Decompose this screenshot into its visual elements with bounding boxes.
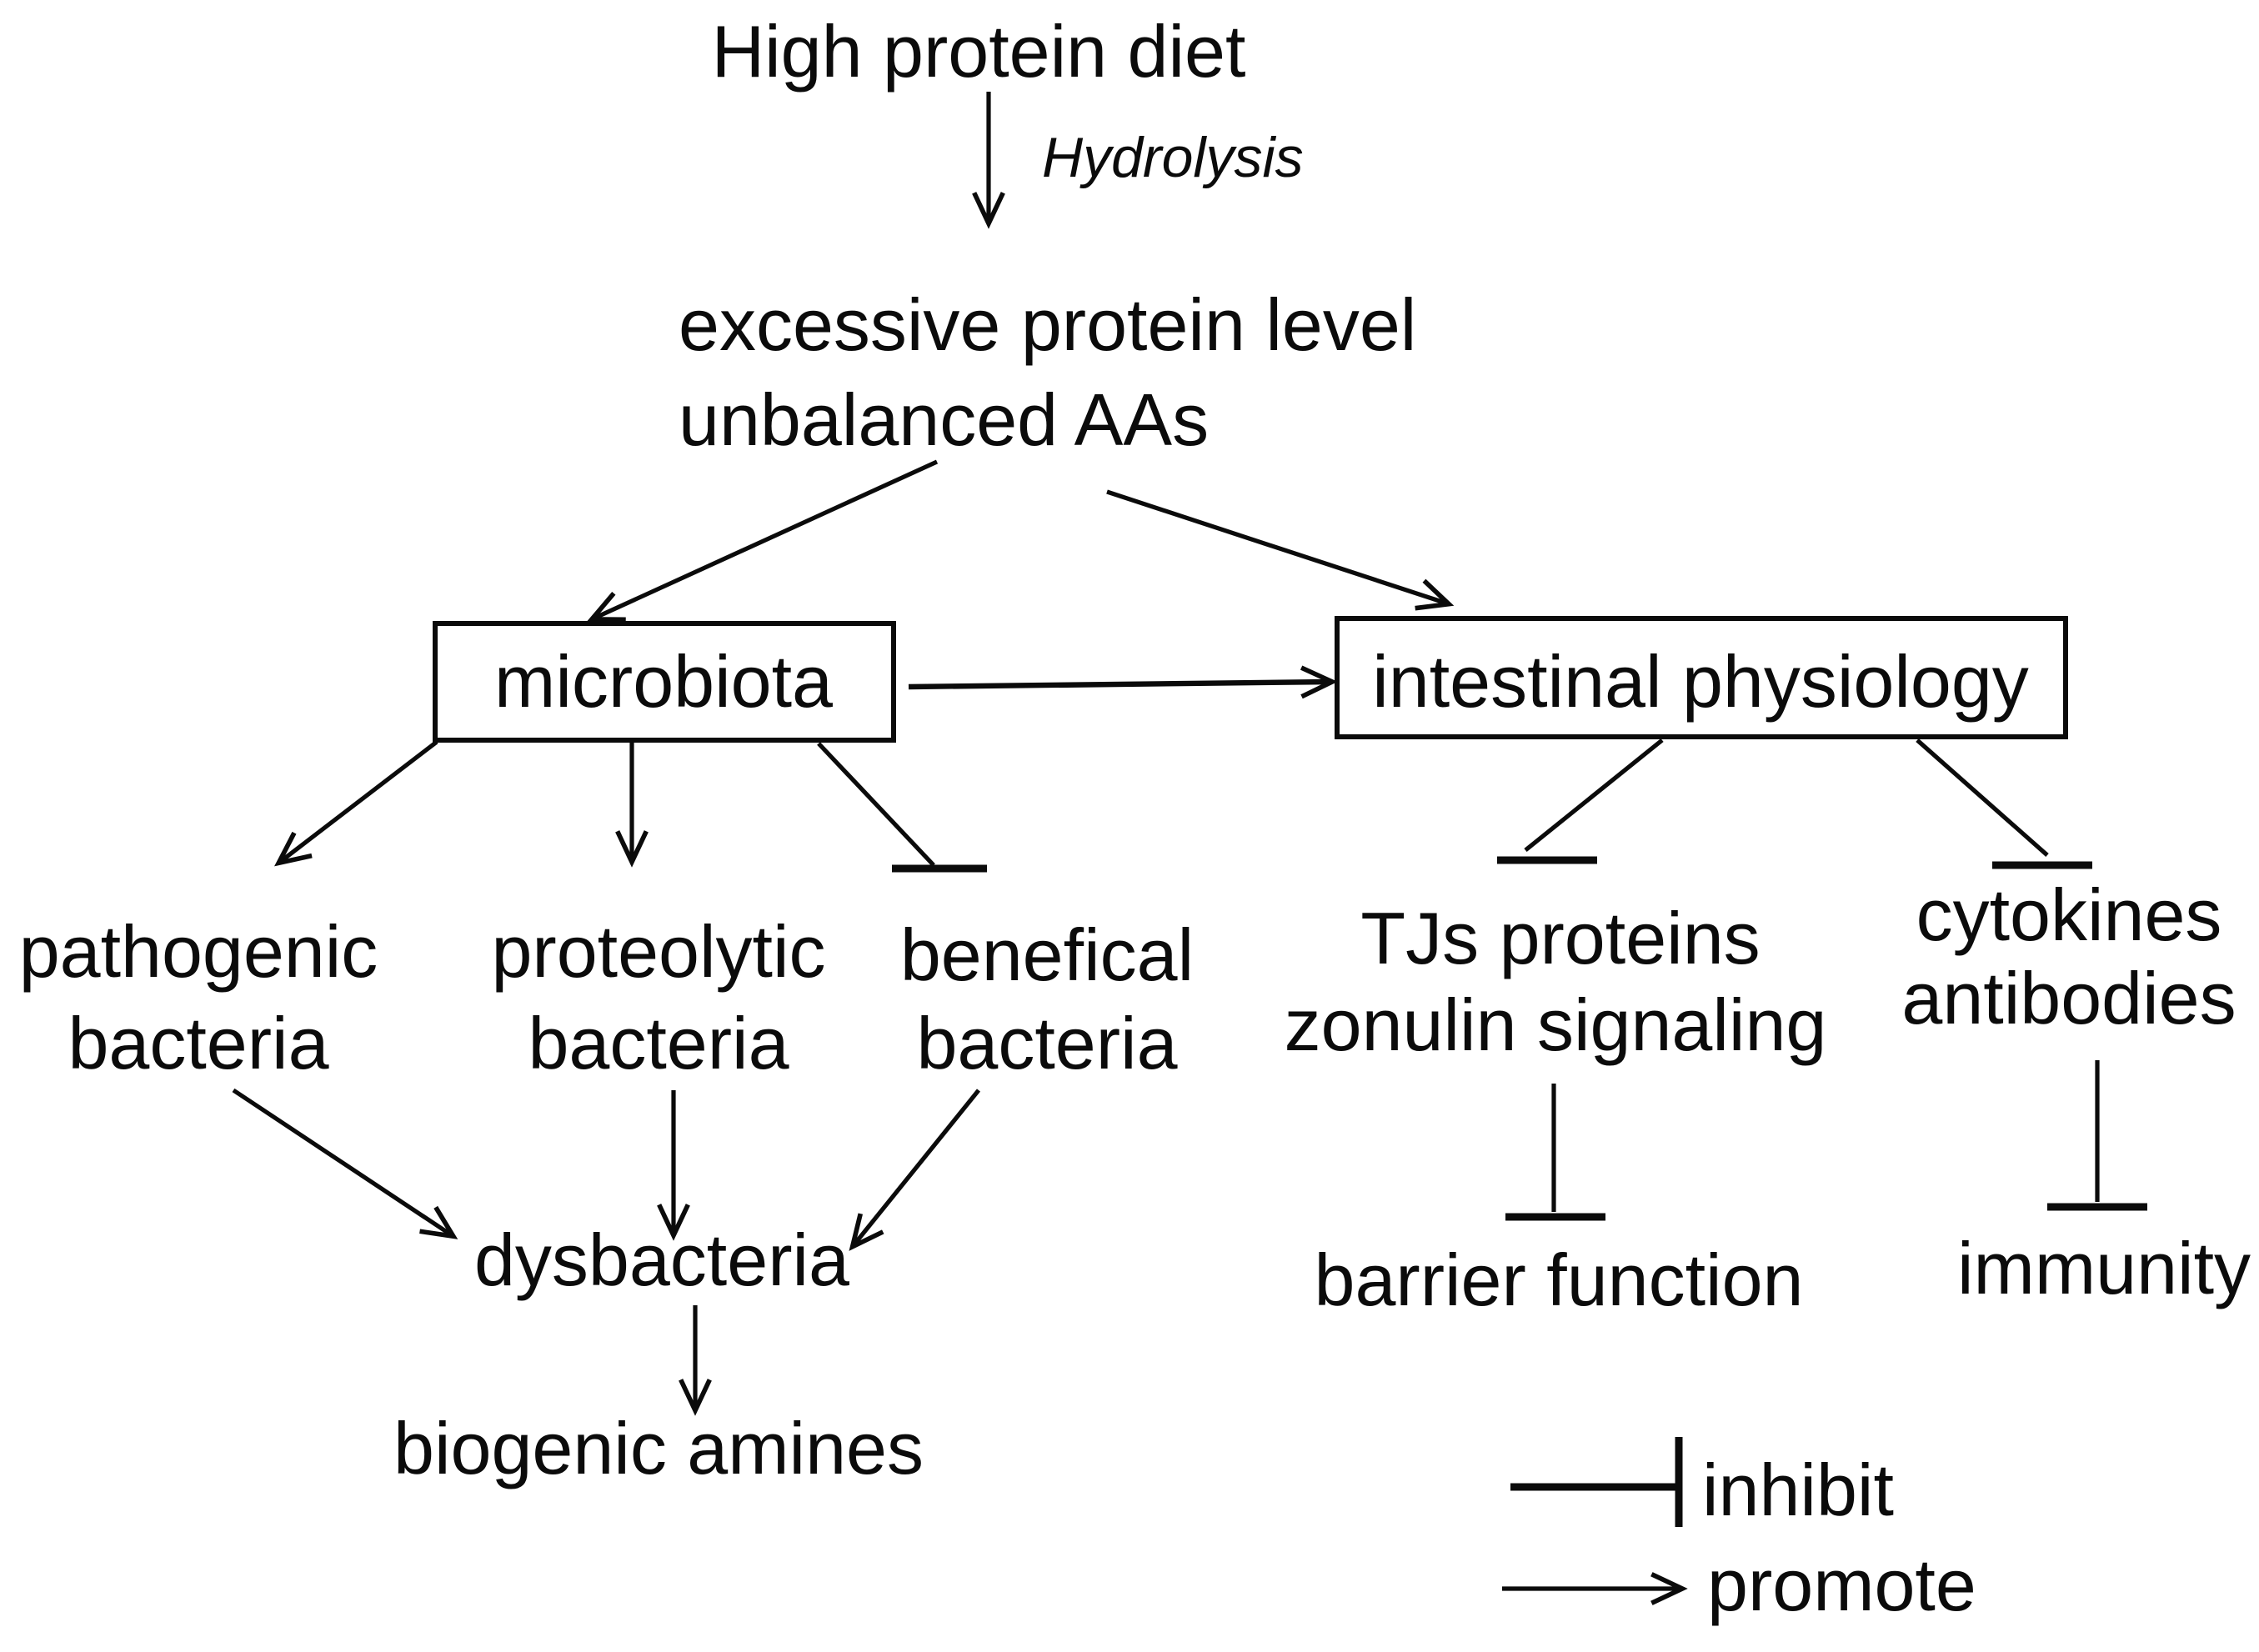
legend: inhibit promote [1502,1437,1976,1626]
node-cytokines-antibodies-line1: cytokines [1916,874,2222,956]
legend-promote-label: promote [1707,1544,1976,1626]
intestinal-physiology-box [1335,616,2068,739]
edge-benefical-to-dysbacteria [854,1089,981,1245]
node-dysbacteria: dysbacteria [474,1219,849,1301]
node-cytokines-antibodies-line2: antibodies [1901,957,2236,1039]
edge-microbiota-to-intestinal [908,682,1330,687]
node-benefical-bacteria-line1: benefical [900,914,1194,996]
node-intestinal-physiology: intestinal physiology [1372,640,2029,723]
node-pathogenic-bacteria-line1: pathogenic [19,910,378,993]
edge-pathogenic-to-dysbacteria [232,1088,452,1235]
legend-inhibit-label: inhibit [1702,1449,1894,1531]
node-biogenic-amines: biogenic amines [393,1407,924,1489]
node-excessive-protein-line2: unbalanced AAs [679,378,1209,461]
edge-intestinal-to-cytokines-line [1916,738,2049,857]
node-proteolytic-bacteria-line1: proteolytic [491,910,825,993]
node-barrier-function: barrier function [1315,1239,1804,1321]
edge-microbiota-to-benefical-line [817,742,935,867]
node-pathogenic-bacteria-line2: bacteria [68,1002,328,1084]
node-tjs-zonulin-line1: TJs proteins [1360,897,1760,979]
node-benefical-bacteria-line2: bacteria [916,1002,1177,1084]
node-immunity: immunity [1957,1227,2251,1309]
hydrolysis-label: Hydrolysis [1042,126,1304,189]
edge-intestinal-to-tjs-line [1524,738,1664,853]
node-excessive-protein-line1: excessive protein level [679,283,1416,366]
node-proteolytic-bacteria-line2: bacteria [528,1002,789,1084]
node-high-protein-diet: High protein diet [712,10,1246,93]
node-microbiota: microbiota [494,640,833,723]
microbiota-box [433,621,896,743]
edge-microbiota-to-pathogenic [280,739,438,862]
edge-excessive-to-microbiota [594,459,939,618]
node-tjs-zonulin-line2: zonulin signaling [1285,984,1827,1066]
edge-excessive-to-intestinal [1106,489,1447,603]
